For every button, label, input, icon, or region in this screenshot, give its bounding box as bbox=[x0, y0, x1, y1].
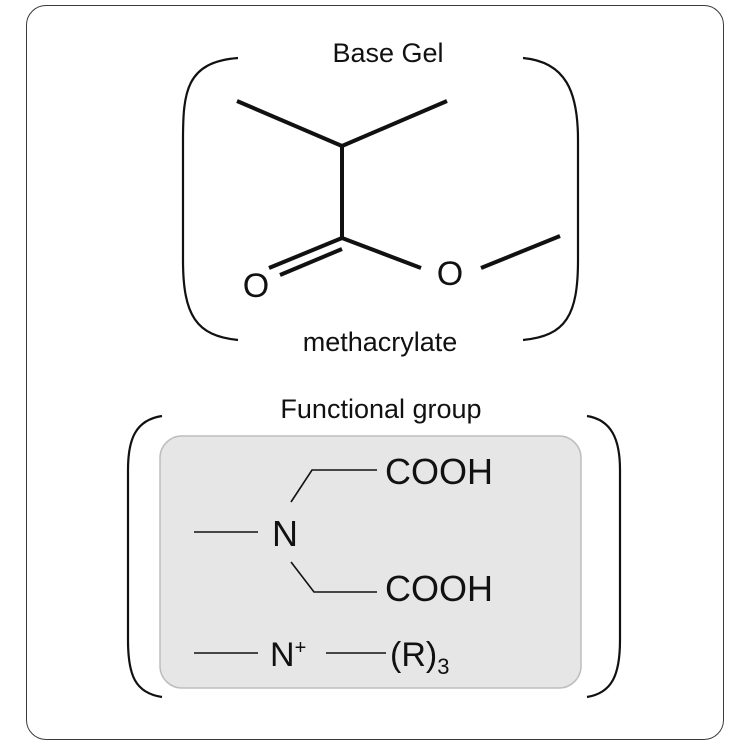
positive-charge: + bbox=[295, 637, 307, 659]
r-group: (R)3 bbox=[390, 636, 449, 679]
functional-group-right-bracket bbox=[586, 414, 622, 699]
atom-o-ester: O bbox=[437, 255, 463, 293]
base-gel-right-bracket bbox=[522, 56, 580, 342]
functional-group-title: Functional group bbox=[280, 394, 481, 424]
bond-n-to-cooh-top bbox=[290, 469, 377, 503]
figure-frame bbox=[26, 5, 724, 740]
bond-ester-o-methyl bbox=[480, 234, 561, 270]
bond-ester-c-o bbox=[341, 236, 422, 270]
atom-n-quaternary: N+ bbox=[270, 636, 306, 674]
cooh-bottom: COOH bbox=[385, 568, 493, 609]
base-gel-left-bracket bbox=[181, 56, 239, 342]
bond-methyl-right bbox=[341, 99, 448, 148]
cooh-top: COOH bbox=[385, 451, 493, 492]
bond-carbonyl-outer bbox=[268, 236, 343, 270]
functional-group-left-bracket bbox=[126, 414, 163, 699]
atom-n-imino: N bbox=[272, 513, 298, 554]
bond-methyl-left bbox=[236, 99, 343, 148]
r-subscript: 3 bbox=[437, 654, 449, 679]
bond-n-to-cooh-bottom bbox=[290, 561, 377, 593]
atom-o-carbonyl: O bbox=[243, 267, 269, 305]
bond-carbonyl-inner bbox=[279, 247, 343, 277]
base-gel-title: Base Gel bbox=[332, 38, 443, 68]
base-gel-caption: methacrylate bbox=[303, 327, 458, 357]
functional-group-panel bbox=[159, 435, 582, 689]
